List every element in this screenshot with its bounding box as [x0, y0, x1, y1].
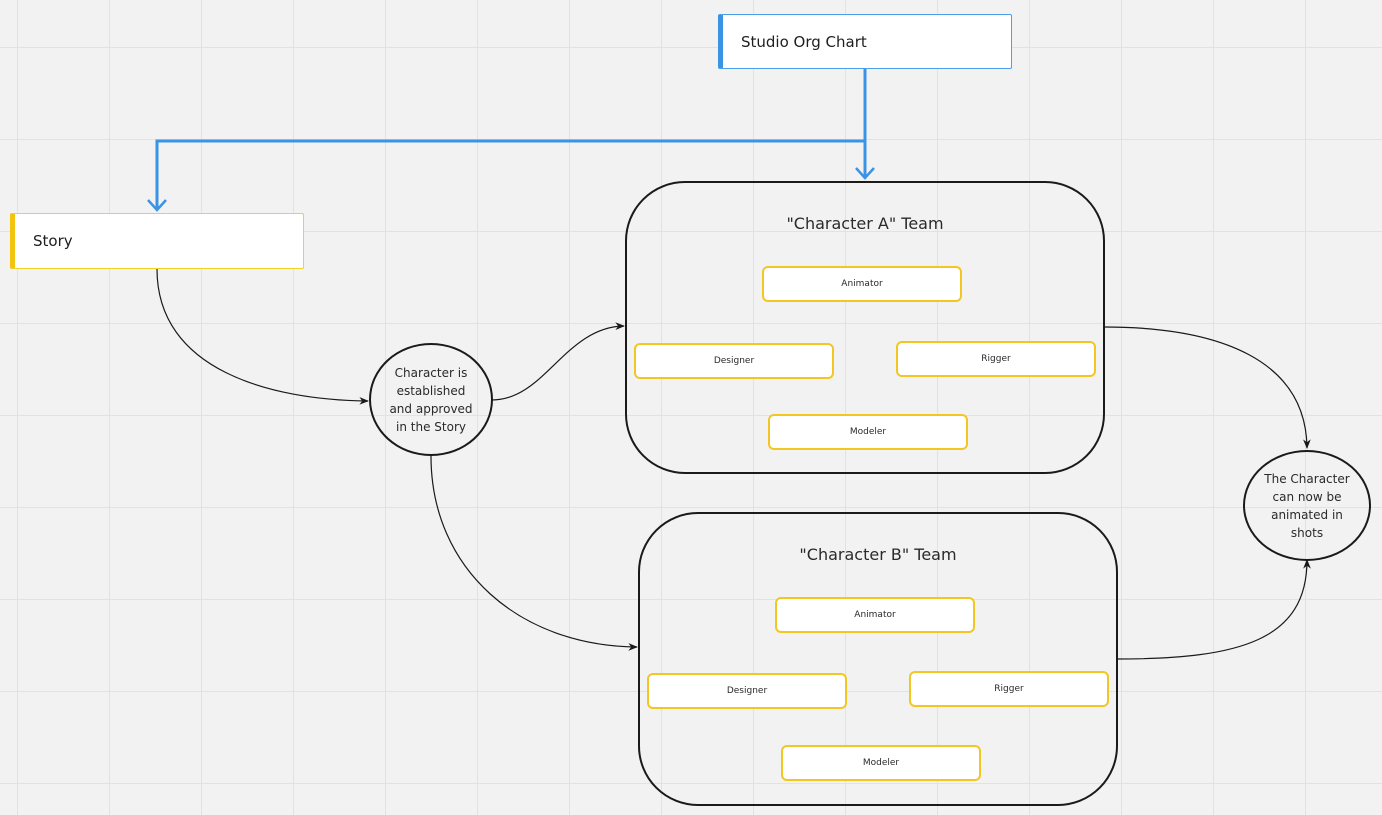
- team-b-container[interactable]: "Character B" Team Animator Designer Rig…: [638, 512, 1118, 806]
- character-established-node[interactable]: Character is established and approved in…: [369, 343, 493, 456]
- arrowhead-team-a: [855, 167, 875, 180]
- team-a-rigger[interactable]: Rigger: [896, 341, 1096, 377]
- connector-root-to-story[interactable]: [155, 139, 865, 210]
- story-label: Story: [33, 232, 73, 250]
- studio-org-chart-label: Studio Org Chart: [741, 32, 867, 51]
- team-a-title: "Character A" Team: [786, 214, 944, 233]
- team-b-modeler-label: Modeler: [862, 758, 900, 768]
- team-a-designer-label: Designer: [713, 356, 755, 366]
- connector-established-to-team-a[interactable]: [491, 322, 625, 401]
- team-a-animator-label: Animator: [841, 279, 883, 289]
- character-animated-text: The Character can now be animated in sho…: [1264, 471, 1350, 540]
- team-a-animator[interactable]: Animator: [762, 266, 962, 302]
- team-a-rigger-label: Rigger: [981, 354, 1011, 364]
- character-established-text: Character is established and approved in…: [389, 365, 473, 434]
- team-b-modeler[interactable]: Modeler: [781, 745, 981, 781]
- team-a-modeler-label: Modeler: [849, 427, 887, 437]
- team-b-rigger[interactable]: Rigger: [909, 671, 1109, 707]
- team-a-container[interactable]: "Character A" Team Animator Designer Rig…: [625, 181, 1105, 474]
- connector-story-to-established[interactable]: [156, 268, 369, 405]
- connector-established-to-team-b[interactable]: [430, 455, 638, 651]
- team-b-animator[interactable]: Animator: [775, 597, 975, 633]
- connector-team-b-to-animated[interactable]: [1117, 559, 1311, 660]
- team-b-designer[interactable]: Designer: [647, 673, 847, 709]
- team-a-designer[interactable]: Designer: [634, 343, 834, 379]
- team-b-title: "Character B" Team: [799, 545, 957, 564]
- character-animated-node[interactable]: The Character can now be animated in sho…: [1243, 450, 1371, 561]
- connector-team-a-to-animated[interactable]: [1103, 326, 1311, 449]
- arrowhead-story: [147, 199, 167, 212]
- team-b-rigger-label: Rigger: [994, 684, 1024, 694]
- team-a-modeler[interactable]: Modeler: [768, 414, 968, 450]
- story-card[interactable]: Story: [10, 213, 304, 269]
- studio-org-chart-card[interactable]: Studio Org Chart: [718, 14, 1012, 69]
- team-b-animator-label: Animator: [854, 610, 896, 620]
- team-b-designer-label: Designer: [726, 686, 768, 696]
